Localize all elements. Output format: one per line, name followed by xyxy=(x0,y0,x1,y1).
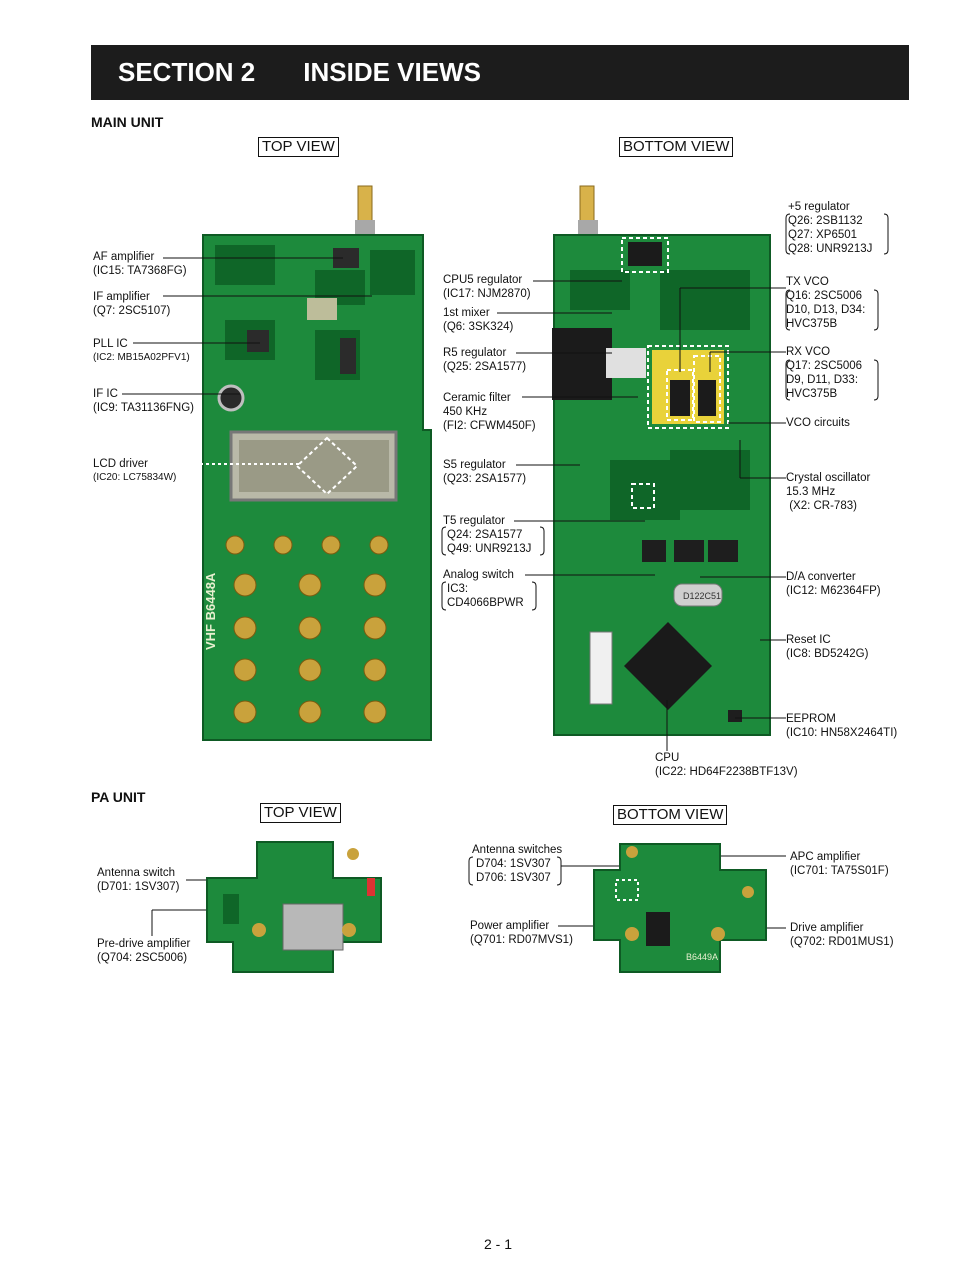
label-vco-circuits: VCO circuits xyxy=(786,417,850,429)
label-reset-ic: Reset IC(IC8: BD5242G) xyxy=(786,634,869,660)
label-power-amplifier: Power amplifier(Q701: RD07MVS1) xyxy=(470,920,573,946)
main-top-view-label: TOP VIEW xyxy=(258,137,339,157)
main-bottom-view-label: BOTTOM VIEW xyxy=(619,137,734,157)
main-unit-title: MAIN UNIT xyxy=(91,114,164,130)
label-pll-ic: PLL IC(IC2: MB15A02PFV1) xyxy=(93,338,190,363)
main-board-model-mark: VHF B6448A xyxy=(203,572,218,650)
pa-top-view-board xyxy=(206,841,382,973)
section-header: SECTION 2 INSIDE VIEWS xyxy=(118,55,481,89)
label-apc-amplifier: APC amplifier(IC701: TA75S01F) xyxy=(790,851,889,877)
section-title: INSIDE VIEWS xyxy=(303,57,481,87)
label-drive-amplifier: Drive amplifier(Q702: RD01MUS1) xyxy=(790,922,894,948)
section-number: SECTION 2 xyxy=(118,57,256,87)
label-1st-mixer: 1st mixer(Q6: 3SK324) xyxy=(443,307,514,333)
label-r5-regulator: R5 regulator(Q25: 2SA1577) xyxy=(443,347,527,373)
label-antenna-switch: Antenna switch(D701: 1SV307) xyxy=(97,867,180,893)
pa-unit-title: PA UNIT xyxy=(91,789,146,805)
label-eeprom: EEPROM(IC10: HN58X2464TI) xyxy=(786,713,898,739)
main-bottom-view-board: D122C51 xyxy=(552,185,771,736)
label-pre-drive-amplifier: Pre-drive amplifier(Q704: 2SC5006) xyxy=(97,938,191,964)
label-cpu: CPU(IC22: HD64F2238BTF13V) xyxy=(655,752,798,778)
section-header-bar xyxy=(91,45,909,100)
pa-bottom-view-label: BOTTOM VIEW xyxy=(613,805,728,825)
page-number: 2 - 1 xyxy=(484,1236,513,1252)
label-af-amplifier: AF amplifier(IC15: TA7368FG) xyxy=(93,251,187,277)
crystal-mark: D122C51 xyxy=(683,591,721,601)
label-if-amplifier: IF amplifier(Q7: 2SC5107) xyxy=(93,291,171,317)
label-if-ic: IF IC(IC9: TA31136FNG) xyxy=(93,388,194,414)
label-s5-regulator: S5 regulator(Q23: 2SA1577) xyxy=(443,459,527,485)
pa-top-view-label: TOP VIEW xyxy=(260,803,341,823)
label-cpu5-regulator: CPU5 regulator(IC17: NJM2870) xyxy=(443,274,531,300)
main-top-view-board: VHF B6448A xyxy=(202,185,432,741)
pa-board-model-mark: B6449A xyxy=(686,952,718,962)
label-crystal-oscillator: Crystal oscillator 15.3 MHz (X2: CR-783) xyxy=(786,472,871,512)
pa-bottom-view-board: B6449A xyxy=(593,843,767,973)
label-da-converter: D/A converter(IC12: M62364FP) xyxy=(786,571,881,597)
label-lcd-driver: LCD driver(IC20: LC75834W) xyxy=(93,458,177,483)
